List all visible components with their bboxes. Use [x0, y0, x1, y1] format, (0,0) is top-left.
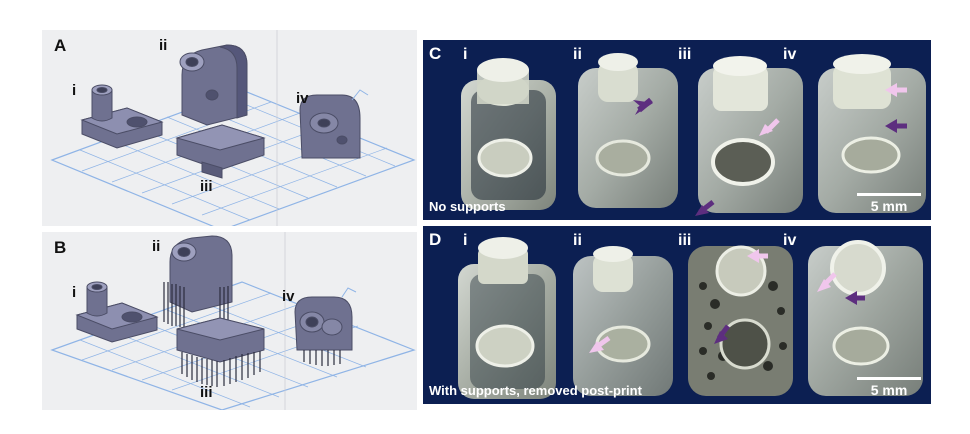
part-iii [176, 317, 265, 387]
device-d-ii [573, 246, 673, 396]
device-c-ii [578, 53, 678, 208]
scale-bar-line [857, 193, 921, 196]
device-d-i [458, 237, 556, 399]
roman-label-a-iii: iii [200, 178, 213, 195]
caption-c: No supports [429, 199, 506, 214]
panel-a: A i ii iii iv [42, 30, 417, 226]
roman-label-a-iv: iv [296, 90, 309, 107]
part-iv [294, 287, 357, 366]
part-i [80, 84, 164, 149]
roman-label-a-ii: ii [159, 37, 168, 54]
roman-label-b-ii: ii [152, 238, 161, 255]
arrows-d [589, 249, 865, 353]
scale-bar-label: 5 mm [870, 198, 908, 214]
scale-bar-label: 5 mm [870, 382, 908, 398]
device-c-iii [698, 56, 803, 213]
photo-d [458, 237, 923, 399]
part-ii [163, 235, 233, 328]
part-iv [299, 89, 369, 159]
device-d-iii [688, 245, 793, 396]
part-iii [175, 124, 266, 179]
roman-label-b-iii: iii [200, 384, 213, 401]
panel-c: C i ii iii iv No supports 5 mm [423, 40, 931, 220]
part-ii [179, 44, 248, 126]
roman-label-a-i: i [72, 82, 77, 99]
panel-label-d: D [429, 230, 442, 249]
panel-label-b: B [54, 238, 67, 257]
panel-b: B i ii iii iv [42, 232, 417, 410]
roman-label-c-ii: ii [573, 46, 582, 63]
scale-bar-c: 5 mm [857, 193, 921, 214]
panel-label-a: A [54, 36, 67, 55]
panel-label-c: C [429, 44, 442, 63]
arrows-c [633, 83, 907, 216]
roman-label-c-iii: iii [678, 46, 692, 63]
photo-c [461, 53, 926, 216]
roman-label-d-i: i [463, 232, 468, 249]
roman-label-d-iii: iii [678, 232, 692, 249]
caption-d: With supports, removed post-print [429, 383, 642, 398]
roman-label-d-ii: ii [573, 232, 582, 249]
cad-render-a [50, 30, 416, 226]
cad-render-b [50, 232, 416, 410]
scale-bar-line [857, 377, 921, 380]
panel-d: D i ii iii iv With supports, removed pos… [423, 226, 931, 404]
roman-label-c-i: i [463, 46, 468, 63]
part-i [75, 281, 159, 343]
roman-label-b-iv: iv [282, 288, 295, 305]
device-c-iv [818, 54, 926, 213]
scale-bar-d: 5 mm [857, 377, 921, 398]
roman-label-d-iv: iv [783, 232, 797, 249]
device-d-iv [808, 240, 923, 396]
roman-label-c-iv: iv [783, 46, 797, 63]
roman-label-b-i: i [72, 284, 77, 301]
device-c-i [461, 58, 556, 210]
